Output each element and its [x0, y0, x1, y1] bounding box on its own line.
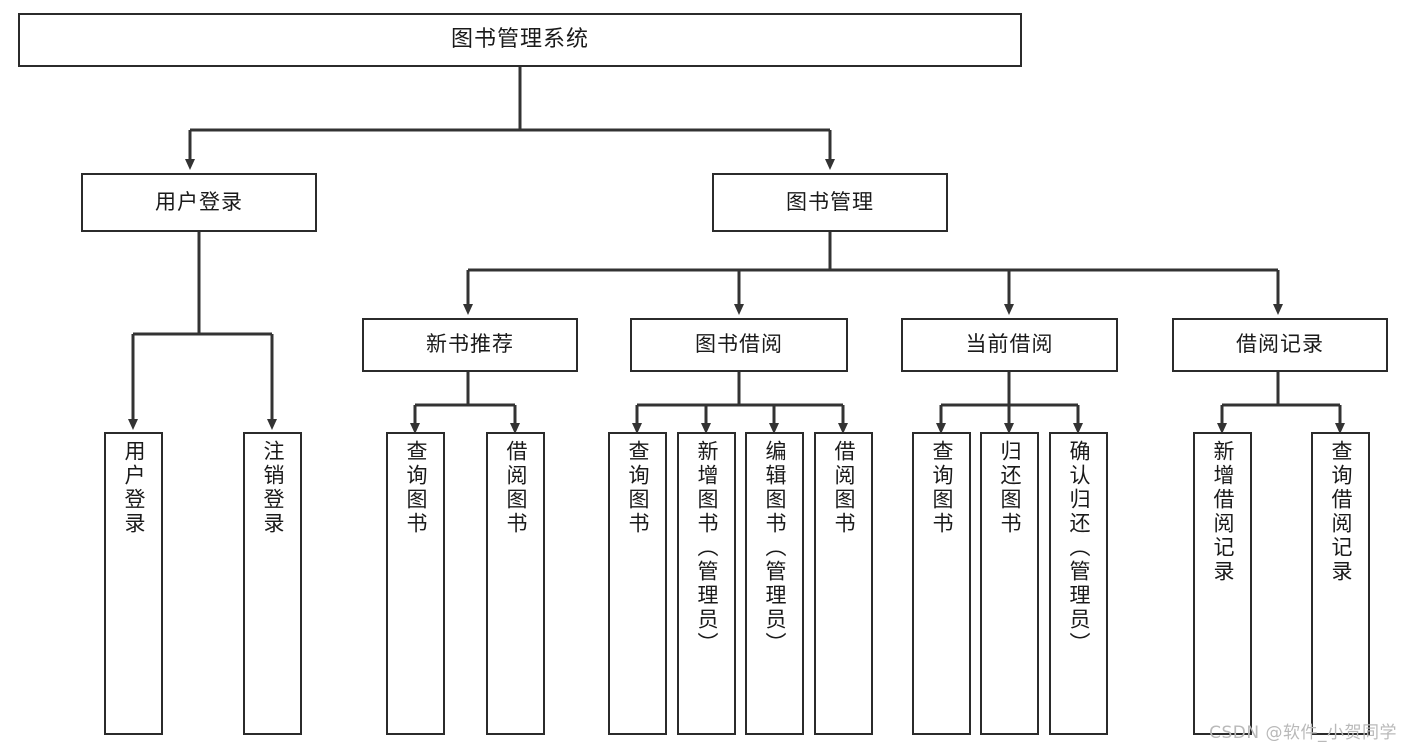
node-label: 用户登录	[155, 189, 243, 214]
leaf-confirm-return-admin[interactable]: 确认归还（管理员）	[1049, 432, 1108, 735]
node-label: 查询图书	[930, 440, 954, 536]
node-label: 新增借阅记录	[1211, 440, 1235, 584]
node-label: 借阅图书	[504, 440, 528, 536]
node-label: 图书借阅	[695, 332, 783, 357]
node-label: 当前借阅	[965, 332, 1054, 357]
node-label: 用户登录	[122, 440, 146, 536]
node-label: 新书推荐	[426, 332, 514, 357]
node-label: 借阅记录	[1236, 332, 1324, 357]
leaf-query-book-current[interactable]: 查询图书	[912, 432, 971, 735]
node-label: 查询借阅记录	[1329, 440, 1353, 584]
leaf-logout[interactable]: 注销登录	[243, 432, 302, 735]
node-new-book-recommend[interactable]: 新书推荐	[362, 318, 578, 372]
node-book-borrow[interactable]: 图书借阅	[630, 318, 848, 372]
node-label: 查询图书	[404, 440, 428, 536]
node-book-management[interactable]: 图书管理	[712, 173, 948, 232]
leaf-user-login[interactable]: 用户登录	[104, 432, 163, 735]
leaf-return-book[interactable]: 归还图书	[980, 432, 1039, 735]
node-label: 注销登录	[261, 440, 285, 536]
node-label: 借阅图书	[832, 440, 856, 536]
node-label: 图书管理	[786, 189, 874, 214]
node-label: 确认归还（管理员）	[1067, 440, 1091, 656]
node-label: 编辑图书（管理员）	[763, 440, 787, 656]
watermark: CSDN @软件_小贺同学	[1209, 723, 1397, 743]
node-root-book-management-system[interactable]: 图书管理系统	[18, 13, 1022, 67]
leaf-query-book-new[interactable]: 查询图书	[386, 432, 445, 735]
node-user-login[interactable]: 用户登录	[81, 173, 317, 232]
leaf-add-borrow-record[interactable]: 新增借阅记录	[1193, 432, 1252, 735]
node-label: 新增图书（管理员）	[695, 440, 719, 656]
node-label: 图书管理系统	[450, 26, 589, 52]
leaf-edit-book-admin[interactable]: 编辑图书（管理员）	[745, 432, 804, 735]
node-borrow-record[interactable]: 借阅记录	[1172, 318, 1388, 372]
node-label: 归还图书	[998, 440, 1022, 536]
leaf-borrow-book-new[interactable]: 借阅图书	[486, 432, 545, 735]
node-current-borrow[interactable]: 当前借阅	[901, 318, 1118, 372]
node-label: 查询图书	[626, 440, 650, 536]
leaf-query-book-borrow[interactable]: 查询图书	[608, 432, 667, 735]
leaf-add-book-admin[interactable]: 新增图书（管理员）	[677, 432, 736, 735]
leaf-borrow-book[interactable]: 借阅图书	[814, 432, 873, 735]
leaf-query-borrow-record[interactable]: 查询借阅记录	[1311, 432, 1370, 735]
